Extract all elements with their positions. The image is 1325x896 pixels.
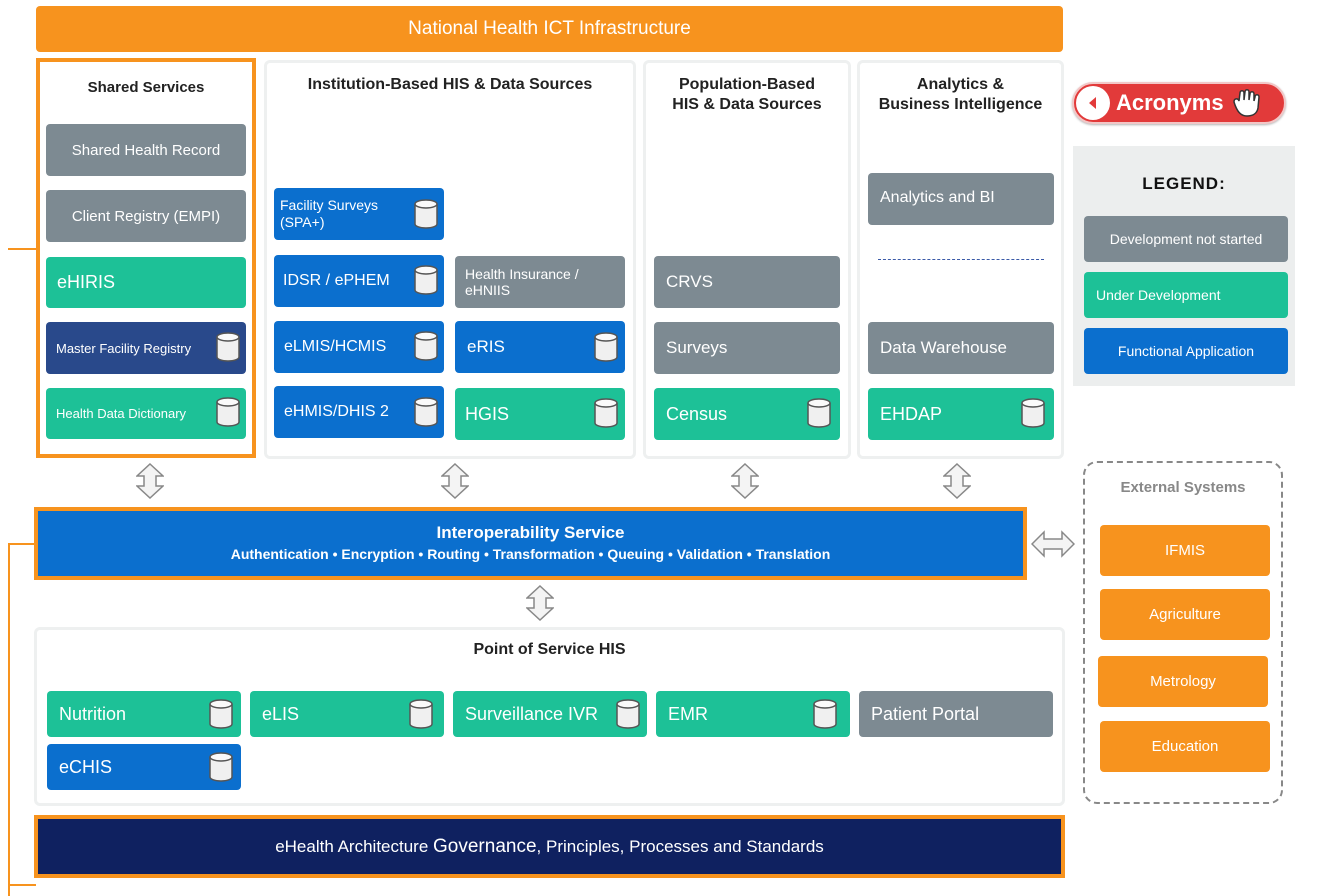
header-title: National Health ICT Infrastructure [408,18,691,39]
health-data-dictionary-box[interactable]: Health Data Dictionary [46,388,246,439]
interoperability-service-bar: Interoperability Service Authentication … [34,507,1027,580]
header-bar: National Health ICT Infrastructure [36,6,1063,52]
left-connector-line [8,543,36,545]
surveillance-ivr-box[interactable]: Surveillance IVR [453,691,647,737]
database-icon [813,699,837,729]
legend-item-not-started: Development not started [1084,216,1288,262]
health-insurance-box[interactable]: Health Insurance / eHNIIS [455,256,625,308]
governance-text-part3: , Principles, Processes and Standards [536,836,824,856]
shared-health-record-box[interactable]: Shared Health Record [46,124,246,176]
double-arrow-icon [136,463,164,499]
crvs-box[interactable]: CRVS [654,256,840,308]
interop-title: Interoperability Service [436,523,625,542]
double-arrow-icon [526,585,554,621]
legend-item-functional: Functional Application [1084,328,1288,374]
interop-subtitle: Authentication • Encryption • Routing • … [230,546,831,562]
pos-title: Point of Service HIS [473,641,626,658]
database-icon [414,331,438,361]
ehdap-box[interactable]: EHDAP [868,388,1054,440]
patient-portal-box[interactable]: Patient Portal [859,691,1053,737]
echis-box[interactable]: eCHIS [47,744,241,790]
double-arrow-icon [731,463,759,499]
database-icon [594,398,618,428]
double-arrow-icon [441,463,469,499]
shared-services-title: Shared Services [87,79,205,96]
agriculture-box[interactable]: Agriculture [1100,589,1270,640]
left-connector-line [8,543,10,896]
client-registry-box[interactable]: Client Registry (EMPI) [46,190,246,242]
hand-pointer-icon [1232,89,1260,117]
left-connector-line [8,248,36,250]
database-icon [414,199,438,229]
acronyms-label: Acronyms [1116,90,1224,115]
institution-title: Institution-Based HIS & Data Sources [307,76,593,93]
analytics-title-line2: Business Intelligence [878,96,1043,113]
nutrition-box[interactable]: Nutrition [47,691,241,737]
left-connector-line [8,884,36,886]
external-systems-panel: External Systems [1083,461,1283,804]
surveys-box[interactable]: Surveys [654,322,840,374]
governance-bar: eHealth Architecture Governance , Princi… [34,815,1065,878]
database-icon [616,699,640,729]
database-icon [216,332,240,362]
horizontal-double-arrow-icon [1031,530,1075,558]
ehiris-box[interactable]: eHIRIS [46,257,246,308]
chevron-left-icon [1076,86,1110,120]
database-icon [594,332,618,362]
acronyms-button[interactable]: Acronyms [1072,82,1286,124]
ehmis-dhis2-box[interactable]: eHMIS/DHIS 2 [274,386,444,438]
population-title-line1: Population-Based [678,76,815,93]
database-icon [414,397,438,427]
double-arrow-icon [943,463,971,499]
database-icon [209,699,233,729]
ifmis-box[interactable]: IFMIS [1100,525,1270,576]
database-icon [409,699,433,729]
dashed-divider [878,259,1044,260]
database-icon [216,397,240,427]
analytics-bi-box[interactable]: Analytics and BI [868,173,1054,225]
data-warehouse-box[interactable]: Data Warehouse [868,322,1054,374]
governance-text-part2: Governance [433,835,537,857]
legend-title: LEGEND: [1142,174,1226,193]
database-icon [807,398,831,428]
database-icon [209,752,233,782]
database-icon [1021,398,1045,428]
master-facility-registry-box[interactable]: Master Facility Registry [46,322,246,374]
analytics-title-line1: Analytics & [916,76,1005,93]
education-box[interactable]: Education [1100,721,1270,772]
governance-text-part1: eHealth Architecture [275,836,434,856]
population-title-line2: HIS & Data Sources [672,96,822,113]
database-icon [414,265,438,295]
legend-item-under-development: Under Development [1084,272,1288,318]
metrology-box[interactable]: Metrology [1098,656,1268,707]
hgis-box[interactable]: HGIS [455,388,625,440]
external-systems-title: External Systems [1120,479,1246,496]
